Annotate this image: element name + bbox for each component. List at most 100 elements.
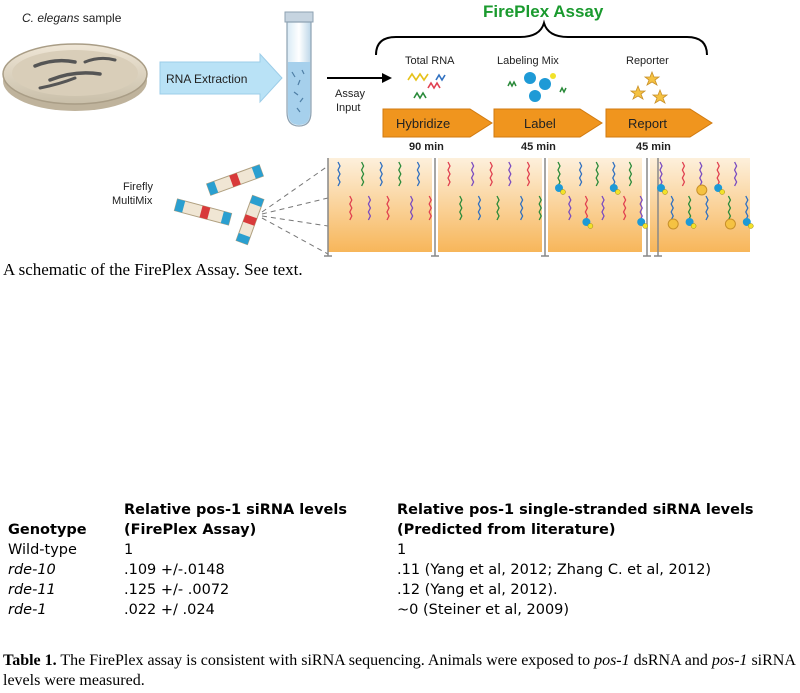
probe-strand [496, 195, 500, 221]
assay-title: FirePlex Assay [483, 2, 604, 21]
literature-cell: ~0 (Steiner et al, 2009) [397, 602, 570, 618]
step-report-time: 45 min [636, 141, 671, 153]
literature-cell: 1 [397, 542, 407, 558]
table-caption-gene1: pos-1 [594, 652, 630, 669]
probe-strand [349, 195, 353, 221]
probe-strand [337, 161, 341, 187]
probe-strand [557, 161, 561, 187]
probe-strand [386, 195, 390, 221]
probe-strand [612, 161, 616, 187]
probe-strand [716, 161, 720, 187]
rna-extraction-label: RNA Extraction [166, 72, 247, 86]
well-1 [324, 158, 432, 257]
probe-strand [639, 195, 643, 221]
step-hybridize-label: Hybridize [396, 116, 450, 131]
probe-strands [337, 161, 754, 230]
genotype-cell: rde-11 [8, 582, 56, 598]
header-literature-line1: Relative pos-1 single-stranded siRNA lev… [397, 502, 754, 518]
probe-strand [601, 195, 605, 221]
header-literature: Relative pos-1 single-stranded siRNA lev… [397, 500, 754, 540]
fireplex-cell: .125 +/- .0072 [124, 582, 230, 598]
label-molecule [609, 184, 618, 192]
probe-strand [681, 161, 686, 187]
probe-strand [670, 195, 674, 221]
probe-strand [733, 161, 738, 187]
figure-caption: A schematic of the FirePlex Assay. See t… [3, 260, 303, 279]
label-molecule [615, 189, 621, 195]
probe-strand [409, 195, 414, 221]
probe-strand [519, 195, 524, 221]
total-rna-icon [407, 72, 446, 100]
probe-strand [508, 161, 512, 187]
fireplex-cell: 1 [124, 542, 134, 558]
header-literature-line2: (Predicted from literature) [397, 522, 616, 538]
reporter-star [696, 184, 708, 196]
assay-input-arrow: Assay Input [327, 73, 392, 114]
zoom-lines [261, 165, 329, 255]
header-fireplex-line1: Relative pos-1 siRNA levels [124, 502, 347, 518]
reporter-icon [629, 70, 669, 104]
label-molecule [560, 189, 566, 195]
label-molecule [587, 223, 594, 229]
probe-strand [526, 161, 531, 187]
probe-strand [628, 161, 633, 187]
probe-strand [470, 161, 475, 187]
fireplex-cell: .109 +/-.0148 [124, 562, 225, 578]
rna-extraction-arrow: RNA Extraction [159, 52, 283, 104]
labeling-mix-icon [507, 72, 567, 102]
firefly-label-line1: Firefly [123, 181, 153, 193]
reagent-labeling-mix: Labeling Mix [497, 55, 559, 67]
test-tube-icon [284, 11, 314, 127]
table-caption-label: Table 1. [3, 652, 57, 669]
genotype-cell: rde-10 [8, 562, 56, 578]
probe-strand [428, 195, 432, 221]
probe-strand [727, 195, 732, 221]
probe-strand [705, 195, 709, 221]
step-label-label: Label [524, 116, 556, 131]
well-3 [541, 158, 642, 257]
table-row: rde-11 .125 +/- .0072 .12 (Yang et al, 2… [8, 580, 754, 600]
assay-input-label-line2: Input [336, 102, 360, 114]
probe-strand [379, 161, 383, 187]
label-molecule [690, 223, 697, 229]
well-2 [431, 158, 542, 257]
fireplex-cell: .022 +/ .024 [124, 602, 215, 618]
probe-strand [538, 195, 542, 221]
probe-strand [489, 161, 493, 187]
probe-strand [699, 161, 703, 187]
table-caption-text2: dsRNA and [629, 652, 712, 669]
step-hybridize-time: 90 min [409, 141, 444, 153]
literature-cell: .12 (Yang et al, 2012). [397, 582, 558, 598]
reagent-reporter: Reporter [626, 55, 669, 67]
reporter-star [724, 218, 736, 230]
probe-strand [584, 195, 589, 221]
table-caption-text1: The FirePlex assay is consistent with si… [56, 652, 595, 669]
sample-label: C. elegans sample [22, 11, 122, 25]
assay-brace [375, 19, 708, 56]
table-caption-text3: siRNA levels were measured. [3, 652, 796, 689]
probe-strand [568, 195, 572, 221]
probe-strand [416, 161, 421, 187]
probe-strand [745, 195, 749, 221]
table-caption-gene2: pos-1 [711, 652, 748, 669]
probe-strand [447, 161, 451, 187]
probe-strand [578, 161, 583, 187]
probe-strand [367, 195, 372, 221]
probe-strand [595, 161, 599, 187]
probe-strand [622, 195, 627, 221]
step-label: Label 45 min [493, 108, 603, 153]
probe-strand [687, 195, 692, 221]
table-row: rde-1 .022 +/ .024 ~0 (Steiner et al, 20… [8, 600, 754, 620]
probe-strand [659, 161, 663, 187]
genotype-cell: rde-1 [8, 602, 47, 618]
table-header-row: Genotype Relative pos-1 siRNA levels (Fi… [8, 500, 754, 540]
table-caption: Table 1. The FirePlex assay is consisten… [3, 651, 798, 691]
label-molecule [748, 223, 754, 229]
assay-input-label-line1: Assay [335, 88, 365, 100]
header-genotype: Genotype [8, 522, 87, 538]
step-label-time: 45 min [521, 141, 556, 153]
fireplex-schematic: C. elegans sample RNA Extraction Assay I… [2, 2, 754, 257]
genotype-cell: Wild-type [8, 542, 77, 558]
label-molecule [685, 218, 694, 226]
reporter-star [667, 218, 679, 230]
